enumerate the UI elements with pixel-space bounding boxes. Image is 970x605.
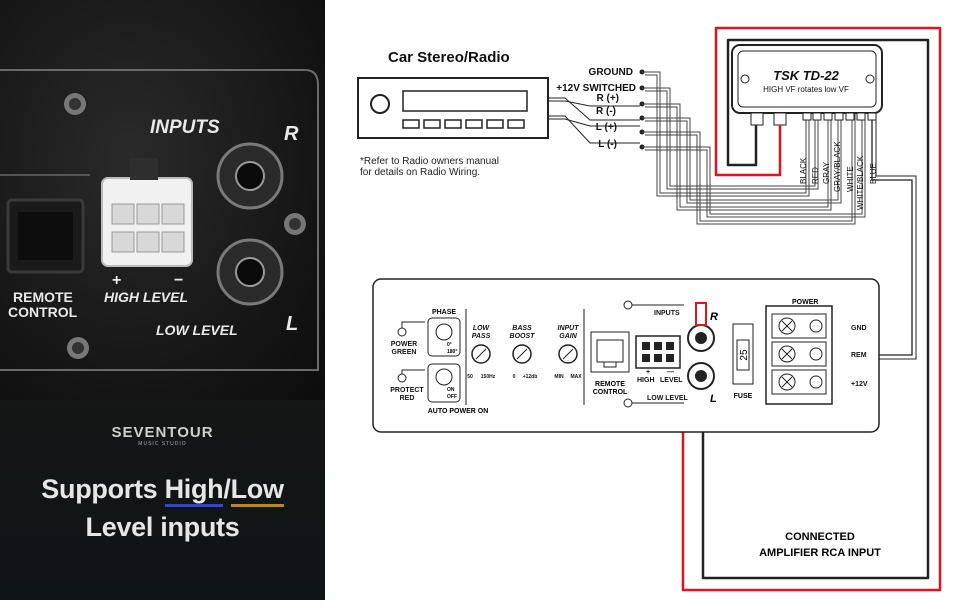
fuse bbox=[732, 323, 754, 385]
photo-remote-label-1: REMOTE bbox=[13, 289, 73, 305]
auto-off: OFF bbox=[447, 394, 457, 400]
bass-max: +12db bbox=[523, 374, 538, 380]
out-l-minus: L (-) bbox=[598, 139, 617, 150]
converter-box bbox=[731, 44, 883, 126]
input-gain-knob[interactable] bbox=[558, 344, 578, 364]
brand-name: SEVENTOUR bbox=[111, 424, 214, 441]
wire-blue: BLUE bbox=[869, 163, 878, 184]
bass-boost-2: BOOST bbox=[510, 333, 536, 340]
wire-red: RED bbox=[811, 167, 820, 184]
remote-1: REMOTE bbox=[595, 381, 625, 388]
power-green-2: GREEN bbox=[392, 349, 417, 356]
low-pass-max: 150Hz bbox=[481, 374, 496, 380]
slogan-line-1: Supports High/Low bbox=[0, 474, 325, 507]
car-stereo-unit bbox=[357, 77, 549, 139]
phase-180: 180° bbox=[447, 349, 457, 355]
wiring-diagram: Car Stereo/Radio *Refer to Radio owners … bbox=[325, 0, 970, 600]
connected-line-2: AMPLIFIER RCA INPUT bbox=[759, 547, 881, 559]
stereo-title: Car Stereo/Radio bbox=[388, 49, 510, 66]
amp-level: LEVEL bbox=[660, 377, 683, 384]
wire-white-black: WHITE/BLACK bbox=[856, 155, 865, 210]
wire-black: BLACK bbox=[799, 157, 808, 184]
rca-jack-left bbox=[216, 238, 284, 306]
wire-gray-black: GRAY/BLACK bbox=[833, 141, 842, 192]
stereo-note-2: for details on Radio Wiring. bbox=[360, 167, 480, 178]
phase-label: PHASE bbox=[432, 309, 456, 316]
out-l-plus: L (+) bbox=[596, 122, 617, 133]
slogan-sep: / bbox=[223, 474, 231, 504]
connected-line-1: CONNECTED bbox=[785, 531, 855, 543]
out-r-plus: R (+) bbox=[597, 93, 620, 104]
black-rca-cable bbox=[701, 38, 930, 580]
brand-logo: SEVENTOUR MUSIC STUDIO bbox=[0, 424, 325, 447]
screw-icon bbox=[67, 337, 89, 359]
amp-rca-right bbox=[687, 302, 715, 352]
screw-icon bbox=[284, 213, 306, 235]
amplifier-photo-drawing: INPUTS R L REMOTE CONTROL + − HIGH LEVEL… bbox=[0, 69, 319, 371]
protect-red-2: RED bbox=[400, 395, 415, 402]
out-ground: GROUND bbox=[589, 67, 633, 78]
bass-min: 0 bbox=[513, 374, 516, 380]
power-green-1: POWER bbox=[391, 341, 417, 348]
rca-jack-right bbox=[216, 142, 284, 210]
power-label: POWER bbox=[792, 299, 818, 306]
photo-minus: − bbox=[174, 272, 183, 289]
low-pass-2: PASS bbox=[472, 333, 491, 340]
photo-l-label: L bbox=[286, 313, 298, 335]
auto-power-label: AUTO POWER ON bbox=[428, 408, 489, 415]
fuse-label: FUSE bbox=[734, 393, 753, 400]
gain-max: MAX bbox=[570, 374, 582, 380]
input-gain-1: INPUT bbox=[558, 325, 580, 332]
phase-0: 0° bbox=[447, 342, 452, 348]
slogan-prefix: Supports bbox=[41, 474, 165, 504]
bass-boost-1: BASS bbox=[512, 325, 532, 332]
gnd-label: GND bbox=[851, 325, 867, 332]
photo-remote-label-2: CONTROL bbox=[8, 304, 78, 320]
low-pass-1: LOW bbox=[473, 325, 491, 332]
amp-r: R bbox=[710, 311, 718, 323]
slogan-low: Low bbox=[230, 474, 284, 507]
photo-inputs-label: INPUTS bbox=[150, 117, 220, 138]
bass-boost-knob[interactable] bbox=[512, 344, 532, 364]
photo-low-level: LOW LEVEL bbox=[156, 322, 238, 338]
high-level-connector-diagram bbox=[635, 335, 681, 369]
v12-label: +12V bbox=[851, 381, 868, 388]
amp-inputs: INPUTS bbox=[654, 310, 680, 317]
screw-icon bbox=[64, 93, 86, 115]
wiring-diagram-svg: Car Stereo/Radio *Refer to Radio owners … bbox=[357, 26, 942, 592]
amp-l: L bbox=[710, 393, 717, 405]
product-photo-panel: INPUTS R L REMOTE CONTROL + − HIGH LEVEL… bbox=[0, 0, 325, 600]
brand-tagline: MUSIC STUDIO bbox=[138, 441, 187, 447]
remote-2: CONTROL bbox=[593, 389, 628, 396]
amp-rca-left bbox=[687, 362, 715, 390]
remote-control-port-diagram bbox=[590, 331, 630, 373]
photo-r-label: R bbox=[284, 123, 299, 145]
v12-terminal bbox=[771, 369, 827, 395]
low-pass-knob[interactable] bbox=[471, 344, 491, 364]
protect-red-1: PROTECT bbox=[390, 387, 424, 394]
out-12v: +12V SWITCHED bbox=[556, 83, 636, 94]
rem-terminal bbox=[771, 341, 827, 367]
amp-plus: + bbox=[646, 369, 650, 376]
amp-low-level: LOW LEVEL bbox=[647, 395, 689, 402]
stereo-note-1: *Refer to Radio owners manual bbox=[360, 156, 499, 167]
rem-label: REM bbox=[851, 352, 867, 359]
converter-model: TSK TD-22 bbox=[773, 68, 840, 83]
gnd-terminal bbox=[771, 313, 827, 339]
wire-gray: GRAY bbox=[822, 161, 831, 184]
input-gain-2: GAIN bbox=[559, 333, 577, 340]
low-pass-min: 50 bbox=[467, 374, 473, 380]
photo-plus: + bbox=[112, 272, 121, 289]
slogan-line-2: Level inputs bbox=[85, 512, 240, 542]
out-r-minus: R (-) bbox=[596, 106, 616, 117]
photo-high-level: HIGH LEVEL bbox=[104, 289, 188, 305]
fuse-value: 25 bbox=[739, 349, 750, 361]
wire-white: WHITE bbox=[846, 166, 855, 192]
amp-high: HIGH bbox=[637, 377, 655, 384]
auto-on: ON bbox=[447, 387, 455, 393]
slogan-high: High bbox=[164, 474, 224, 507]
converter-subtitle: HIGH VF rotates low VF bbox=[763, 85, 849, 94]
gain-min: MIN bbox=[554, 374, 564, 380]
amp-minus: — bbox=[667, 369, 674, 376]
